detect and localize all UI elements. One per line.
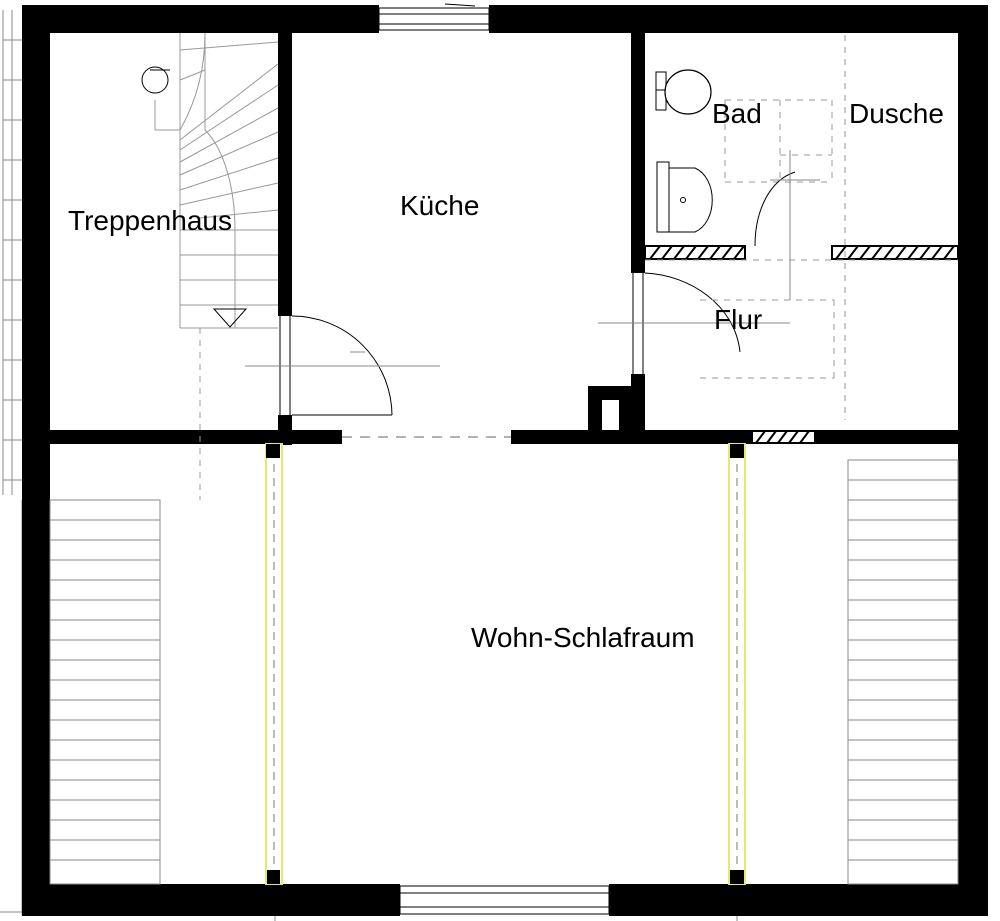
bottom-window xyxy=(399,885,610,915)
room-label-kueche: Küche xyxy=(400,190,479,221)
room-labels: Treppenhaus Küche Bad Dusche Flur Wohn-S… xyxy=(68,98,944,653)
room-label-bad: Bad xyxy=(712,98,762,129)
roof-slope-right xyxy=(847,459,959,885)
room-label-wohn-schlafraum: Wohn-Schlafraum xyxy=(471,622,695,653)
room-label-flur: Flur xyxy=(714,304,762,335)
room-label-treppenhaus: Treppenhaus xyxy=(68,205,232,236)
bathroom-fixtures xyxy=(655,35,846,420)
beam-right xyxy=(728,443,746,885)
room-label-dusche: Dusche xyxy=(849,98,944,129)
interior-walls xyxy=(50,33,958,445)
staircase xyxy=(141,32,279,500)
kitchen-door xyxy=(245,315,511,438)
beam-left xyxy=(265,443,283,885)
roof-slope-left xyxy=(49,499,161,885)
drafting-edge-lines xyxy=(0,10,738,921)
top-window xyxy=(378,3,490,31)
flur-door xyxy=(598,259,958,379)
hatched-partitions xyxy=(644,245,959,444)
outer-walls xyxy=(22,5,988,916)
